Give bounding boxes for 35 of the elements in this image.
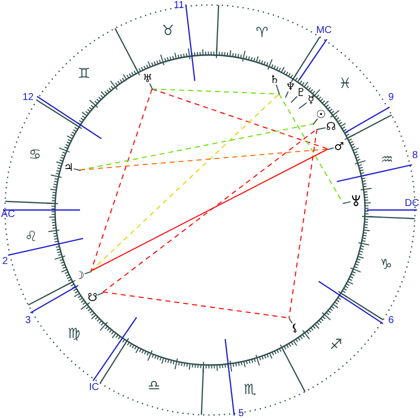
aspect-line	[152, 88, 280, 94]
house-label: 8	[412, 151, 418, 161]
house-label: DC	[404, 199, 420, 209]
zodiac-sign-symbol: ♒	[380, 153, 394, 167]
aspect-line	[80, 124, 314, 170]
zodiac-sign-symbol: ♋	[28, 148, 42, 162]
zodiac-sign-symbol: ♎	[148, 379, 160, 393]
zodiac-sign-symbol: ♉	[162, 24, 174, 38]
house-label: 3	[25, 316, 31, 326]
house-label: 6	[388, 316, 394, 326]
zodiac-sign-symbol: ♊	[78, 67, 90, 81]
zodiac-sign-symbol: ♈	[256, 26, 268, 40]
house-label: MC	[316, 26, 332, 36]
house-label: 5	[238, 409, 244, 419]
aspect-line	[278, 94, 344, 204]
aspect-line	[102, 292, 290, 318]
house-label: 9	[388, 93, 394, 103]
aspect-line	[102, 128, 318, 292]
zodiac-sign-symbol: ♓	[338, 77, 352, 91]
aspect-line	[90, 148, 328, 272]
house-label: 11	[174, 1, 184, 11]
house-label: 2	[2, 257, 8, 267]
house-label: IC	[89, 383, 99, 393]
aspect-line	[90, 94, 280, 272]
house-label: 12	[22, 93, 34, 103]
zodiac-sign-symbol: ♌	[24, 230, 38, 244]
zodiac-sign-symbol: ♏	[244, 383, 256, 397]
planet-symbol-icon	[343, 194, 362, 206]
aspect-line	[152, 88, 328, 150]
aspect-line	[288, 128, 318, 318]
aspect-line	[90, 88, 152, 272]
zodiac-sign-symbol: ♍	[68, 327, 80, 341]
aspect-line	[80, 148, 328, 170]
zodiac-sign-symbol: ♑	[380, 258, 392, 272]
zodiac-sign-symbol: ♐	[330, 338, 342, 352]
